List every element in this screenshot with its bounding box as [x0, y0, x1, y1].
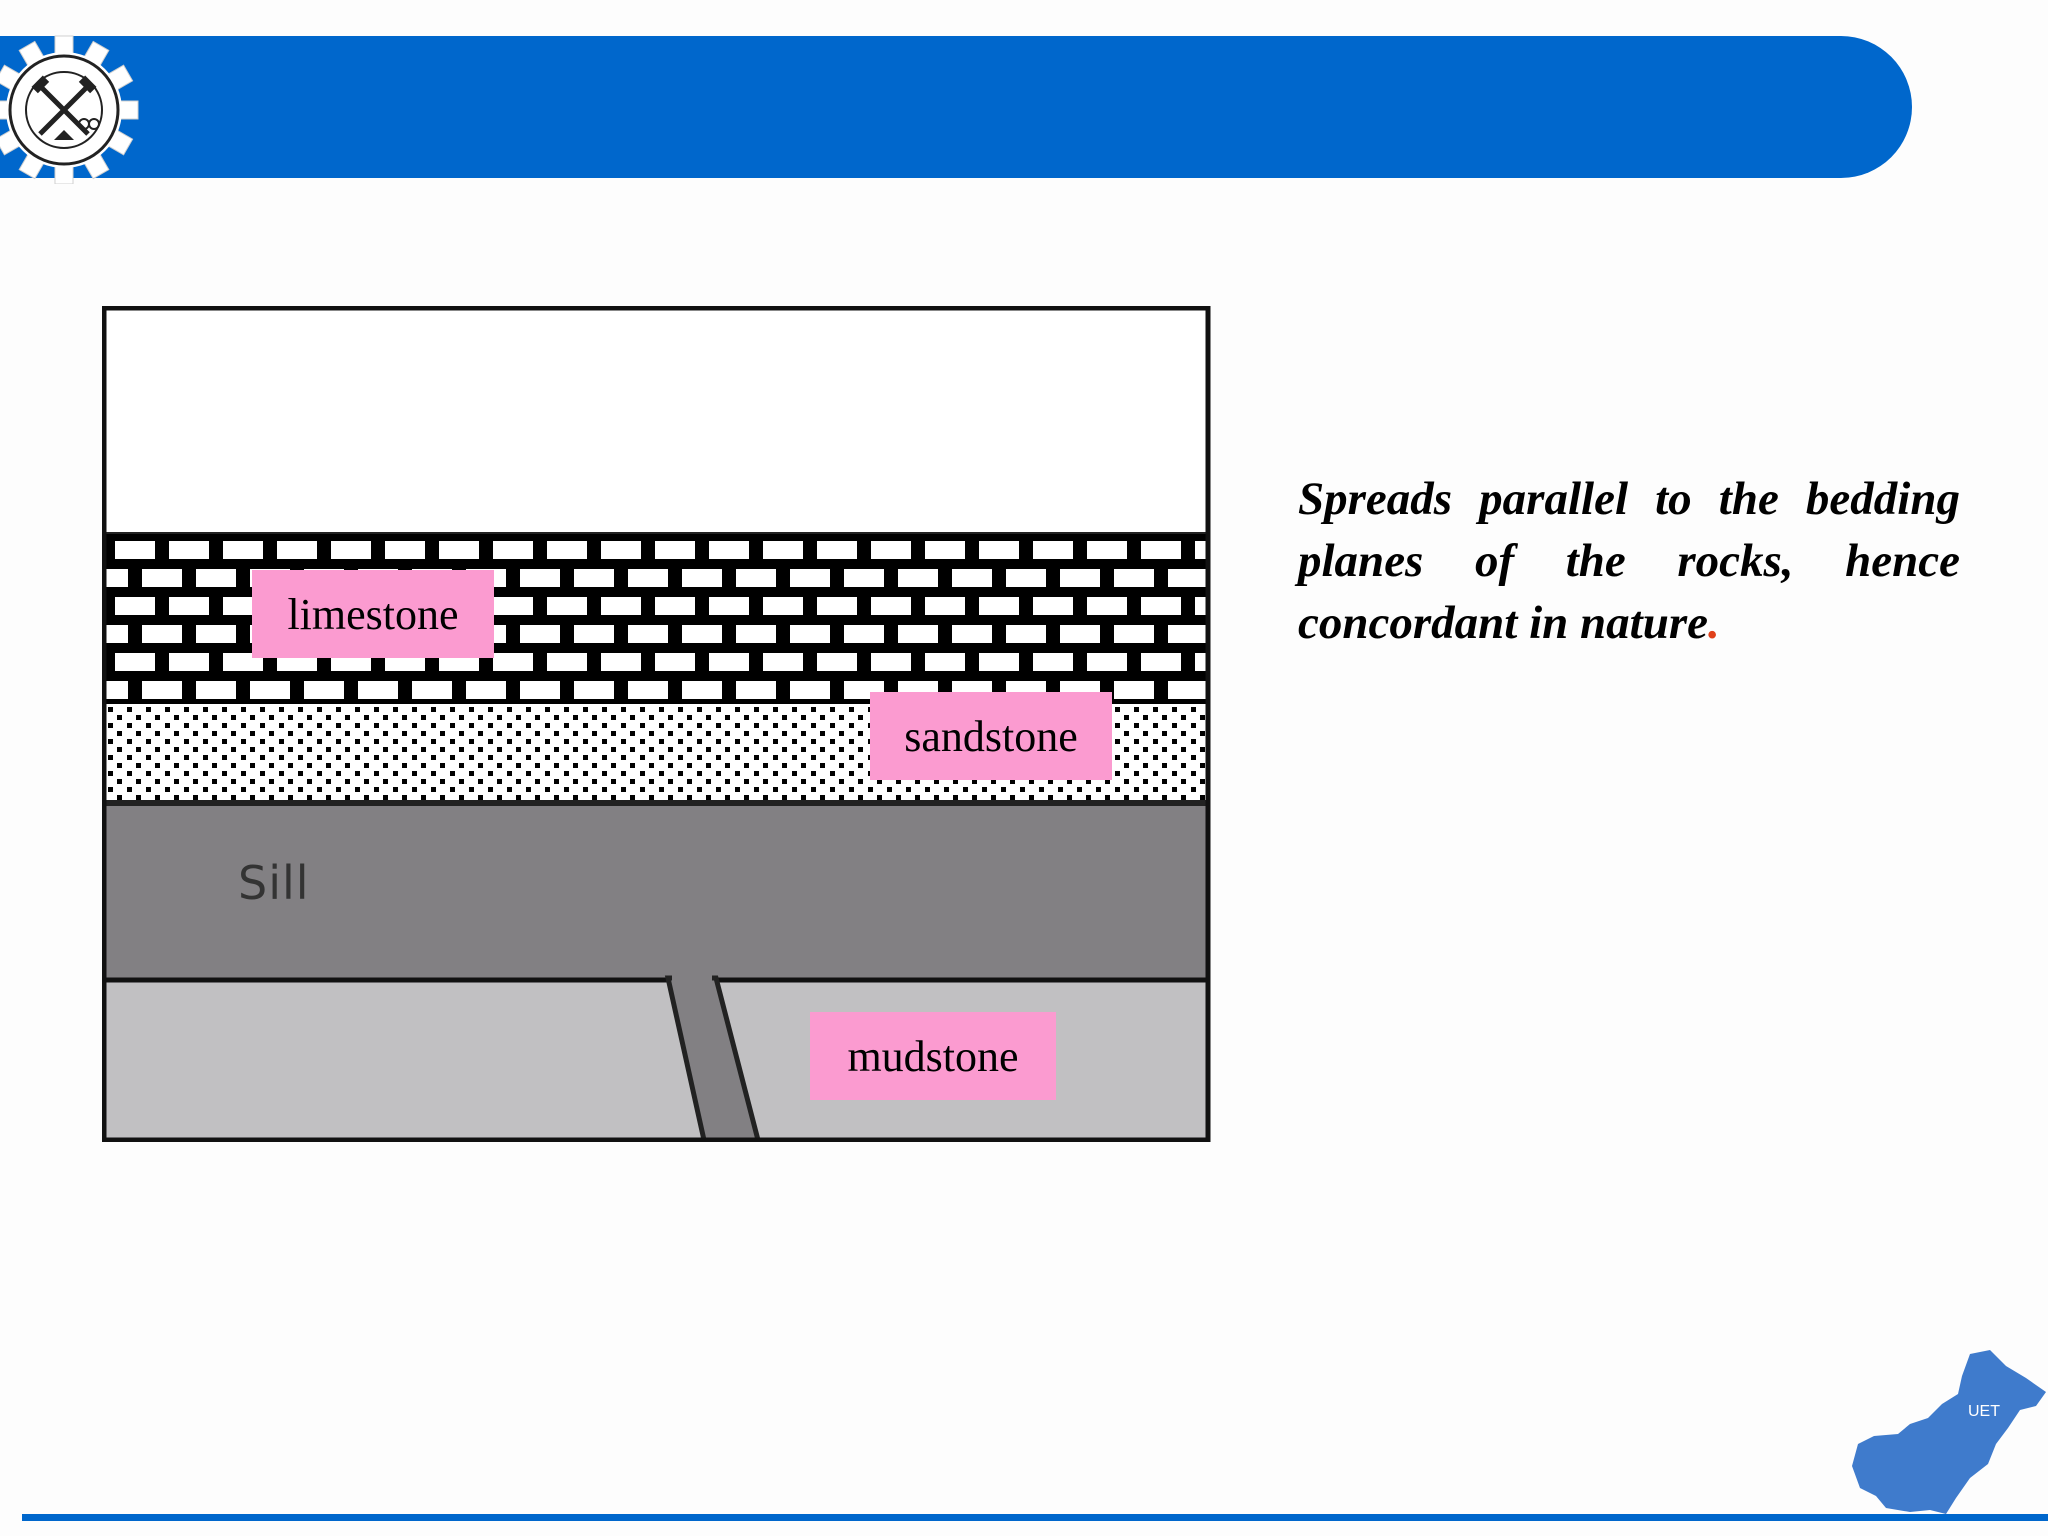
sandstone-label: sandstone [870, 692, 1112, 780]
description-text: Spreads parallel to the bedding planes o… [1298, 468, 1960, 654]
pakistan-map-icon: UET [1852, 1350, 2046, 1514]
description-period: . [1708, 597, 1720, 649]
limestone-label: limestone [252, 570, 494, 658]
department-logo-icon [0, 35, 139, 184]
sill-label: Sill [238, 856, 310, 910]
map-label: UET [1968, 1403, 2000, 1420]
mudstone-label: mudstone [810, 1012, 1056, 1100]
diagram-frame [102, 306, 1211, 1142]
header-bar [0, 36, 1912, 178]
footer-divider [22, 1514, 2048, 1521]
upper-stratum [102, 306, 1210, 536]
description-body: Spreads parallel to the bedding planes o… [1298, 473, 1960, 649]
sill-layer [102, 802, 1210, 982]
